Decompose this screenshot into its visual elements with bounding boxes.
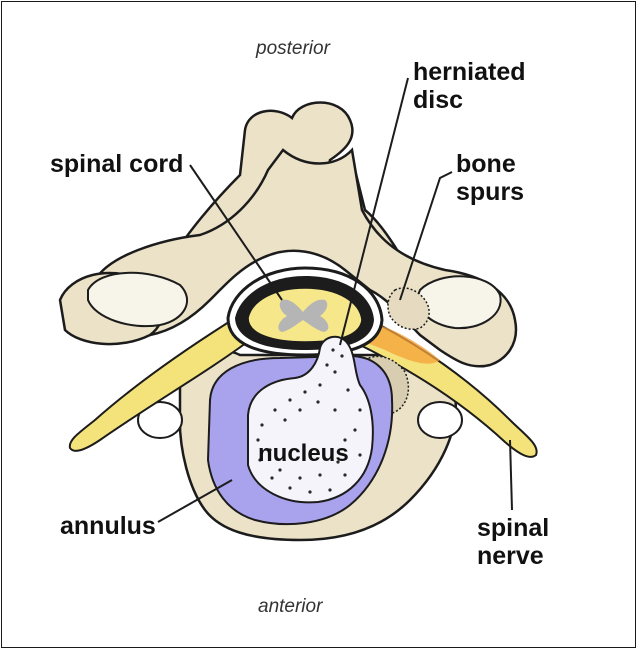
nucleus-speckles — [256, 348, 362, 494]
spinal-cord-label: spinal cord — [50, 150, 184, 178]
facet-left — [87, 271, 189, 328]
anterior-label: anterior — [258, 596, 323, 617]
leader-spinal-cord — [189, 164, 283, 301]
bone-spurs-label: bone spurs — [456, 150, 524, 206]
nucleus-label: nucleus — [258, 440, 349, 467]
spinal-nerve-line2: nerve — [477, 542, 544, 570]
leader-herniated-disc — [339, 77, 409, 346]
bone-spurs-line2: spurs — [456, 178, 525, 206]
herniated-disc-line1: herniated — [413, 58, 526, 86]
cord-gray-matter — [278, 299, 329, 332]
herniated-disc-line2: disc — [413, 86, 464, 114]
leader-bone-spurs — [399, 171, 453, 301]
annulus-label: annulus — [60, 512, 156, 540]
spinal-nerve-line1: spinal — [477, 514, 550, 542]
foramen-right — [417, 401, 463, 439]
posterior-label: posterior — [256, 38, 330, 59]
spinal-nerve-label: spinal nerve — [477, 514, 549, 570]
leader-spinal-nerve — [509, 439, 513, 511]
nerve-left — [68, 313, 252, 452]
nucleus — [247, 335, 374, 504]
bone-spurs-line1: bone — [456, 150, 516, 178]
bone-spurs — [387, 287, 430, 330]
facet-right — [417, 275, 502, 330]
herniated-disc-label: herniated disc — [413, 58, 526, 114]
foramen-left — [137, 401, 183, 439]
leader-annulus — [157, 479, 233, 523]
